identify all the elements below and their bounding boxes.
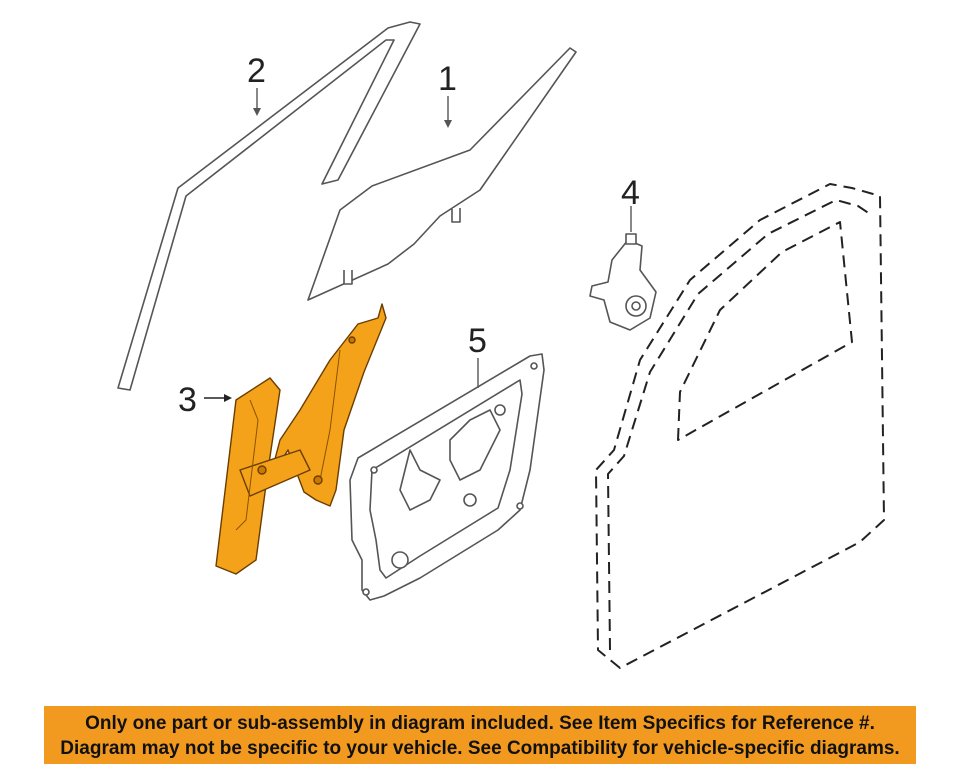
disclaimer-banner: Only one part or sub-assembly in diagram… (44, 706, 916, 764)
callout-3-arrowhead (224, 394, 232, 402)
callout-3-label: 3 (178, 381, 197, 419)
glass-run-channel-part (117, 21, 421, 391)
callout-1-arrowhead (444, 120, 452, 128)
door-module-panel-part (349, 353, 545, 601)
window-motor-part (589, 233, 657, 331)
door-shell-outline (595, 183, 885, 669)
disclaimer-line-2: Diagram may not be specific to your vehi… (60, 738, 900, 759)
callout-2-arrowhead (253, 108, 261, 116)
callout-2-label: 2 (247, 52, 266, 90)
callout-1-label: 1 (438, 60, 457, 98)
window-regulator-part (215, 303, 387, 575)
callout-5-label: 5 (468, 322, 487, 360)
door-glass-part (307, 47, 577, 301)
disclaimer-line-1: Only one part or sub-assembly in diagram… (85, 713, 875, 734)
callout-4-label: 4 (621, 174, 640, 212)
exploded-parts-diagram (117, 21, 885, 669)
